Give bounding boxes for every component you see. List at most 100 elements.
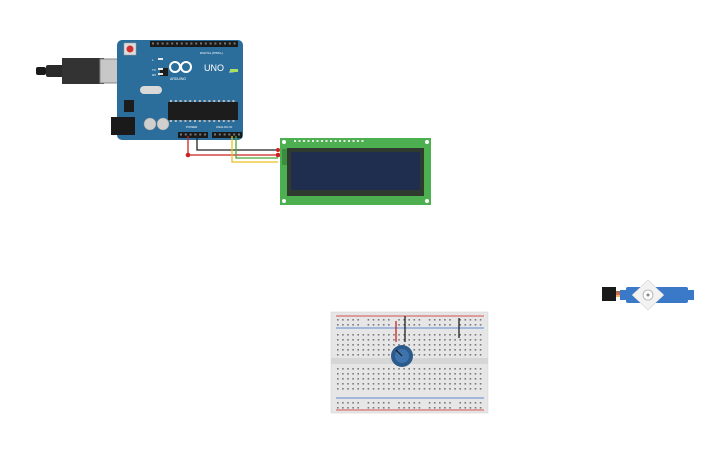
breadboard-hole — [413, 407, 416, 409]
wire-ground[interactable] — [196, 136, 278, 151]
capacitor-left — [143, 117, 157, 131]
breadboard-hole — [413, 349, 416, 351]
atmega-chip — [168, 102, 238, 120]
breadboard-hole — [347, 349, 349, 351]
breadboard-hole — [357, 368, 359, 370]
led-tx — [158, 68, 163, 70]
breadboard-hole — [418, 383, 421, 385]
breadboard-hole — [347, 373, 349, 375]
breadboard-hole — [382, 402, 385, 404]
breadboard-hole — [337, 368, 339, 370]
wires[interactable] — [185, 136, 281, 163]
breadboard-hole — [464, 349, 467, 351]
breadboard-hole — [362, 344, 365, 346]
breadboard-hole — [388, 373, 390, 375]
breadboard-hole — [433, 402, 436, 404]
breadboard-hole — [337, 407, 339, 409]
breadboard-hole — [352, 407, 354, 409]
breadboard-hole — [347, 402, 349, 404]
breadboard-hole — [408, 344, 410, 346]
lcd-16x2[interactable] — [280, 138, 431, 205]
breadboard-hole — [449, 402, 451, 404]
breadboard-hole — [357, 388, 359, 390]
breadboard-hole — [342, 373, 344, 375]
breadboard-hole — [367, 373, 370, 375]
digital-pins — [152, 42, 236, 45]
breadboard-hole — [347, 368, 349, 370]
model-label: UNO — [204, 63, 224, 73]
breadboard-hole — [449, 339, 451, 341]
header-pin — [195, 42, 198, 45]
breadboard-hole — [337, 402, 339, 404]
header-pin — [152, 42, 154, 45]
breadboard-hole — [479, 388, 482, 390]
header-pin — [180, 42, 183, 45]
header-pin — [184, 133, 187, 136]
breadboard-hole — [418, 334, 421, 336]
regulator-chip — [124, 100, 134, 112]
lcd-screen — [291, 152, 420, 190]
wire-ground-end[interactable] — [276, 148, 280, 152]
servo-shaft-center — [646, 293, 650, 297]
breadboard-hole — [388, 402, 390, 404]
breadboard-hole — [377, 334, 380, 336]
breadboard-hole — [464, 339, 467, 341]
chip-pin — [189, 100, 192, 102]
breadboard-hole — [372, 344, 375, 346]
breadboard-hole — [413, 402, 416, 404]
breadboard-hole — [459, 407, 461, 409]
breadboard-hole — [433, 334, 436, 336]
breadboard-hole — [474, 349, 477, 351]
breadboard-hole — [449, 354, 451, 356]
breadboard-hole — [347, 319, 349, 321]
breadboard-hole — [454, 354, 456, 356]
breadboard[interactable] — [330, 311, 489, 414]
servo-motor[interactable] — [602, 279, 694, 311]
chip-pin — [208, 100, 211, 102]
breadboard-hole — [428, 378, 431, 380]
breadboard-hole — [362, 383, 365, 385]
breadboard-hole — [469, 344, 472, 346]
breadboard-hole — [449, 378, 451, 380]
chip-pin — [170, 120, 172, 122]
breadboard-hole — [352, 324, 354, 326]
chip-pin — [232, 120, 235, 122]
breadboard-hole — [388, 344, 390, 346]
breadboard-hole — [413, 373, 416, 375]
wire-power-joint[interactable] — [185, 152, 191, 158]
wire-sda[interactable] — [231, 136, 278, 163]
breadboard-hole — [428, 319, 431, 321]
breadboard-hole — [372, 388, 375, 390]
breadboard-hole — [367, 334, 370, 336]
header-pin — [228, 133, 231, 136]
breadboard-hole — [454, 368, 456, 370]
breadboard-hole — [464, 344, 467, 346]
breadboard-hole — [377, 373, 380, 375]
breadboard-hole — [454, 373, 456, 375]
chip-pin — [184, 100, 187, 102]
breadboard-hole — [398, 378, 400, 380]
header-pin — [171, 42, 174, 45]
breadboard-hole — [342, 344, 344, 346]
wire-scl[interactable] — [235, 136, 278, 159]
chip-pin — [227, 120, 230, 122]
wire-power-end[interactable] — [275, 152, 281, 158]
breadboard-hole — [337, 324, 339, 326]
breadboard-hole — [408, 373, 410, 375]
breadboard-hole — [337, 354, 339, 356]
reset-button-cap[interactable] — [126, 45, 134, 53]
lcd-mount-hole — [282, 199, 286, 203]
breadboard-hole — [347, 383, 349, 385]
breadboard-hole — [372, 378, 375, 380]
breadboard-hole — [388, 334, 390, 336]
arduino-uno-board[interactable]: UNO ARDUINO DIGITAL (PWM~) POWER ANALOG … — [36, 40, 243, 140]
potentiometer[interactable] — [391, 345, 413, 367]
breadboard-hole — [459, 402, 461, 404]
header-pin — [209, 42, 212, 45]
breadboard-hole — [433, 354, 436, 356]
breadboard-hole — [398, 388, 400, 390]
breadboard-hole — [449, 324, 451, 326]
breadboard-hole — [433, 383, 436, 385]
breadboard-hole — [459, 354, 461, 356]
